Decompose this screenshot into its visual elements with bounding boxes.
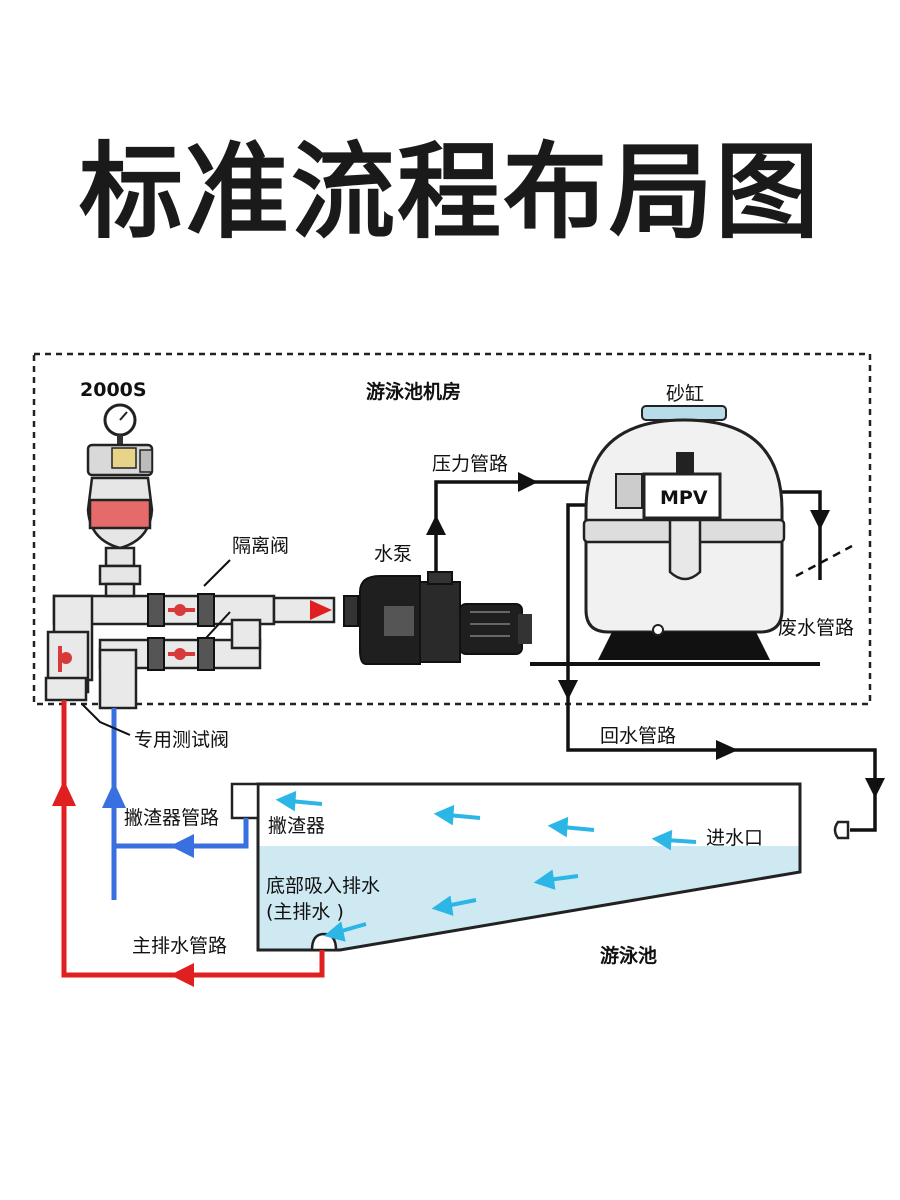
water-pump <box>343 571 532 665</box>
sand-tank <box>582 405 786 660</box>
isolation-valve-label: 隔离阀 <box>232 535 289 557</box>
leader-lines <box>81 559 231 736</box>
inlet-nozzle-icon <box>833 820 850 840</box>
pool-flow-arrows <box>275 790 697 942</box>
drain-icon <box>310 932 338 952</box>
pool-label: 游泳池 <box>600 944 657 967</box>
machine-room-boundary <box>32 352 872 706</box>
skimmer-label: 撇渣器 <box>268 815 325 837</box>
pressure-pipe-arrow-up <box>426 515 446 535</box>
mpv-label: MPV <box>660 487 708 509</box>
waste-pipe-dash <box>795 544 853 578</box>
test-valve <box>58 646 72 672</box>
skimmer-arrow-left <box>170 834 194 858</box>
skimmer-arrow-up <box>102 782 126 808</box>
main-drain-arrow-left <box>170 963 194 987</box>
main-drain-pipe-label: 主排水管路 <box>132 935 227 957</box>
sand-tank-label: 砂缸 <box>666 383 704 405</box>
bottom-drain-label: 底部吸入排水 <box>266 875 380 897</box>
flow-arrow-icon <box>310 600 332 620</box>
pressure-pipe-arrow-right <box>518 472 538 492</box>
test-valve-label: 专用测试阀 <box>134 729 229 751</box>
manifold <box>44 582 336 710</box>
return-pipe-arrow-down <box>558 680 578 700</box>
return-pipe-arrow-right <box>716 740 738 760</box>
isolation-valve-upper <box>147 593 215 627</box>
machine-room-label: 游泳池机房 <box>366 380 461 403</box>
return-pipe-label: 回水管路 <box>600 725 676 747</box>
main-drain-arrow-up <box>52 780 76 806</box>
return-pipe-arrow-down2 <box>865 778 885 798</box>
skimmer-pipe-label: 撇渣器管路 <box>124 807 219 829</box>
bottom-drain-sublabel: (主排水 ) <box>266 901 344 923</box>
page-title: 标准流程布局图 <box>78 131 821 253</box>
isolation-valve-lower <box>147 637 215 671</box>
unit-2000s <box>86 403 154 586</box>
inlet-label: 进水口 <box>706 827 763 849</box>
pump-label: 水泵 <box>374 543 412 565</box>
model-label: 2000S <box>80 379 147 401</box>
pool <box>230 782 850 952</box>
waste-pipe-arrow <box>810 510 830 530</box>
pressure-pipe-label: 压力管路 <box>432 453 508 475</box>
waste-pipe-label: 废水管路 <box>778 617 854 639</box>
